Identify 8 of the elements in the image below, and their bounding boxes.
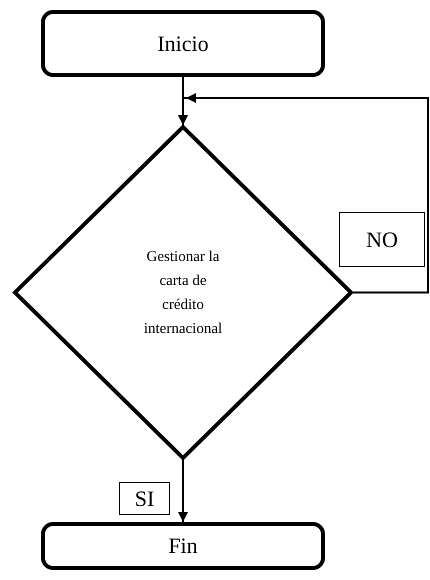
node-label: Fin <box>168 533 198 559</box>
terminal-box <box>41 522 325 570</box>
decision-diamond <box>13 125 353 460</box>
node-label: Inicio <box>157 30 209 56</box>
edge-label: NO <box>339 212 425 267</box>
terminal-box <box>41 10 325 77</box>
edge-label: SI <box>119 482 170 515</box>
node-label: Gestionar la carta de crédito internacional <box>142 248 224 338</box>
